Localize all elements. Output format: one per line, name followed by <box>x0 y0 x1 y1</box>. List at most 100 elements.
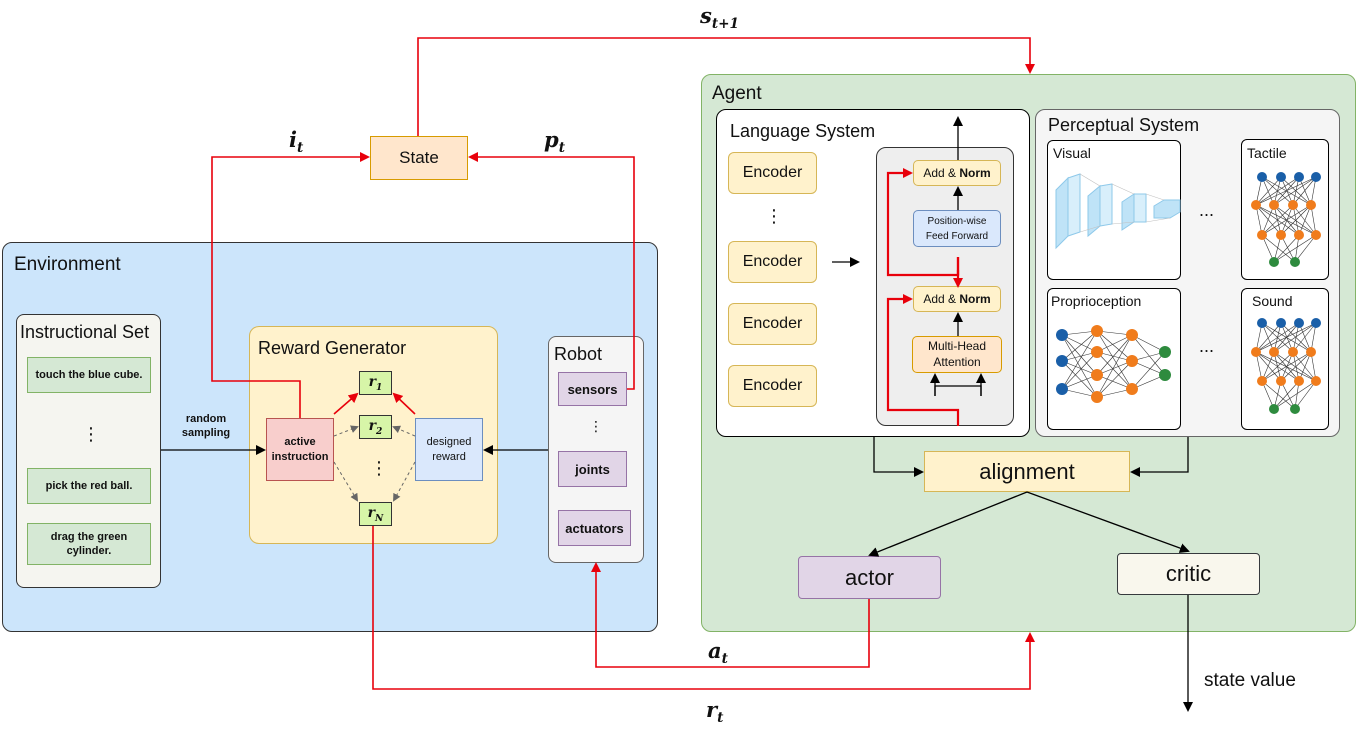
agent-title: Agent <box>712 83 762 104</box>
feed-forward-box: Position-wise Feed Forward <box>913 210 1001 247</box>
sound-network-icon <box>1251 318 1321 414</box>
network-node <box>1276 318 1286 328</box>
network-edge <box>1273 380 1300 410</box>
red-arrows <box>211 37 1035 690</box>
critic-box: critic <box>1117 553 1260 595</box>
tactile-title: Tactile <box>1247 145 1287 161</box>
proprioception-title: Proprioception <box>1051 293 1142 309</box>
network-node <box>1251 347 1261 357</box>
tactile-network-icon <box>1251 172 1321 267</box>
network-edge <box>1273 322 1317 353</box>
state-value-label: state value <box>1204 670 1296 691</box>
network-edge <box>1273 351 1317 382</box>
instruction-item: touch the blue cube. <box>27 357 151 393</box>
actor-box: actor <box>798 556 941 599</box>
residual-bottom <box>886 294 960 426</box>
network-edge <box>1261 204 1312 236</box>
random-sampling-label: random sampling <box>181 413 231 439</box>
encoder-box: Encoder <box>728 241 817 283</box>
perceptual-ellipsis-top: ... <box>1199 200 1215 220</box>
network-edge <box>1096 334 1133 353</box>
network-edge <box>1061 330 1098 362</box>
network-edge <box>1273 234 1317 263</box>
dashed-reward-lines <box>333 425 416 502</box>
network-node <box>1159 346 1171 358</box>
network-edge <box>1273 380 1317 410</box>
network-node <box>1257 376 1267 386</box>
network-edge <box>1273 234 1300 263</box>
network-edge <box>1061 360 1098 376</box>
network-node <box>1269 404 1279 414</box>
p-t-base: p <box>544 127 559 152</box>
encoder-box: Encoder <box>728 303 817 345</box>
r-t-base: r <box>706 697 718 722</box>
r-t-sub: t <box>717 710 724 727</box>
network-edge <box>1280 351 1312 382</box>
network-node <box>1056 355 1068 367</box>
actuators-box: actuators <box>558 510 631 546</box>
network-edge <box>1061 334 1098 353</box>
network-node <box>1311 230 1321 240</box>
network-node <box>1290 404 1300 414</box>
network-edge <box>1255 322 1282 353</box>
network-edge <box>1310 204 1317 236</box>
network-edge <box>1292 351 1317 382</box>
p-t-sub: t <box>558 140 565 157</box>
network-node <box>1288 200 1298 210</box>
network-edge <box>1280 234 1296 263</box>
network-edge <box>1294 234 1317 263</box>
network-edge <box>1298 351 1312 382</box>
reward-r1: r1 <box>359 371 392 395</box>
network-edge <box>1096 334 1133 398</box>
instruction-ellipsis: ⋮ <box>82 424 100 444</box>
add-norm-prefix: Add & <box>923 166 960 180</box>
network-node <box>1257 172 1267 182</box>
perceptual-ellipsis-bottom: ... <box>1199 336 1215 356</box>
p-t-label: pt <box>544 127 565 156</box>
network-node <box>1269 347 1279 357</box>
network-edge <box>1061 334 1098 398</box>
network-node <box>1251 200 1261 210</box>
network-node <box>1294 230 1304 240</box>
state-box: State <box>370 136 468 180</box>
network-edge <box>1131 334 1166 376</box>
reward-r2-base: r <box>368 417 377 434</box>
r-t-label: rt <box>706 697 723 726</box>
arrow-active-r1 <box>333 392 359 415</box>
reward-generator-title: Reward Generator <box>258 338 407 358</box>
active-instruction-box: active instruction <box>266 418 334 481</box>
network-edge <box>1061 334 1098 376</box>
network-edge <box>1261 380 1275 410</box>
instructional-set-title: Instructional Set <box>20 322 150 342</box>
network-edge <box>1294 380 1317 410</box>
network-node <box>1126 329 1138 341</box>
multi-head-attention-box: Multi-Head Attention <box>912 336 1002 373</box>
network-node <box>1091 346 1103 358</box>
alignment-box: alignment <box>924 451 1130 492</box>
network-node <box>1276 376 1286 386</box>
robot-ellipsis: ⋮ <box>589 418 603 434</box>
joints-box: joints <box>558 451 627 487</box>
s-next-sub: t+1 <box>711 16 740 33</box>
network-edge <box>1255 204 1263 236</box>
network-node <box>1269 200 1279 210</box>
network-node <box>1311 376 1321 386</box>
network-edge <box>1273 176 1317 206</box>
sound-panel <box>1241 288 1329 430</box>
visual-title: Visual <box>1053 145 1091 161</box>
network-node <box>1306 200 1316 210</box>
arrow-r-t <box>372 526 1035 690</box>
black-arrows <box>161 116 1193 712</box>
environment-title: Environment <box>14 254 121 275</box>
network-node <box>1294 376 1304 386</box>
reward-r1-base: r <box>368 373 377 390</box>
network-edge <box>1255 322 1317 353</box>
network-node <box>1159 369 1171 381</box>
network-edge <box>1261 351 1312 382</box>
add-norm-box-top: Add & Norm <box>913 160 1001 186</box>
network-edge <box>1255 322 1300 353</box>
arrow-a-t <box>591 562 870 668</box>
network-edge <box>1261 204 1275 236</box>
add-norm-box-bottom: Add & Norm <box>913 286 1001 312</box>
network-edge <box>1131 351 1166 390</box>
